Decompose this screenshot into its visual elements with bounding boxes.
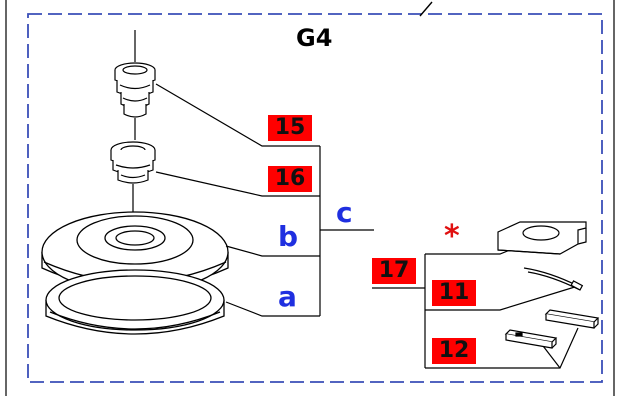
- diagram-title: G4: [296, 24, 333, 52]
- group-letter-b: b: [278, 220, 299, 253]
- clip-part: [497, 221, 587, 255]
- part-15-fitting: [114, 30, 156, 140]
- part-tag-16: 16: [268, 166, 312, 192]
- part-11-wire: [523, 267, 584, 291]
- asterisk-marker: *: [444, 219, 460, 254]
- corner-stroke: [419, 1, 433, 17]
- part-16-fitting: [110, 141, 156, 218]
- part-12-clips: [504, 309, 600, 349]
- part-tag-11: 11: [432, 280, 476, 306]
- part-tag-12: 12: [432, 338, 476, 364]
- group-letter-c: c: [336, 196, 353, 229]
- part-tag-17: 17: [372, 258, 416, 284]
- part-a-ring: [45, 269, 225, 335]
- leader-lines-left: [155, 83, 374, 317]
- dashed-frame: [27, 13, 603, 383]
- part-tag-15: 15: [268, 115, 312, 141]
- group-letter-a: a: [278, 280, 297, 313]
- leader-lines-right: [372, 241, 579, 369]
